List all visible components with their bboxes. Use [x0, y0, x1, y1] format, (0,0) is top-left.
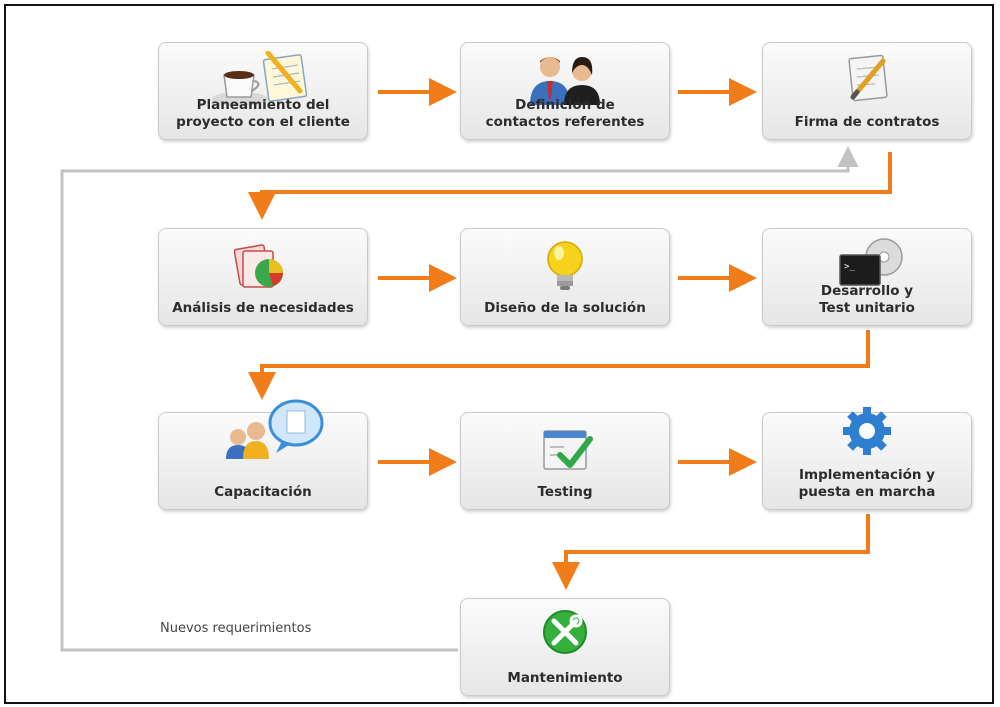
checklist-icon	[543, 430, 593, 470]
arrow-3-4	[248, 152, 892, 220]
gear-icon	[843, 407, 891, 455]
step-analisis-necesidades: Análisis de necesidades	[158, 228, 368, 326]
step-label: Desarrollo y Test unitario	[819, 283, 915, 316]
feedback-loop-arrow	[60, 146, 859, 652]
arrow-6-7	[248, 330, 870, 400]
charts-icon	[233, 244, 283, 288]
svg-text:>_: >_	[844, 262, 855, 272]
step-label: Definición de contactos referentes	[485, 97, 645, 130]
step-label: Diseño de la solución	[484, 300, 646, 316]
step-planeamiento: Planeamiento del proyecto con el cliente	[158, 42, 368, 140]
contacts-people-icon	[530, 57, 600, 105]
terminal-cd-icon: >_	[839, 238, 903, 286]
step-label: Análisis de necesidades	[172, 300, 354, 316]
tools-icon	[543, 610, 587, 654]
step-label: Firma de contratos	[794, 114, 940, 130]
step-label: Implementación y puesta en marcha	[798, 467, 936, 500]
lightbulb-icon	[547, 241, 583, 290]
step-label: Mantenimiento	[507, 670, 623, 686]
step-label: Capacitación	[214, 484, 312, 500]
step-capacitacion: Capacitación	[158, 399, 368, 510]
contract-pen-icon	[848, 54, 888, 102]
step-desarrollo-test: >_ Desarrollo y Test unitario	[762, 228, 972, 326]
step-implementacion: Implementación y puesta en marcha	[762, 407, 972, 510]
feedback-label: Nuevos requerimientos	[160, 621, 312, 636]
step-mantenimiento: Mantenimiento	[460, 598, 670, 696]
users-speech-icon	[226, 399, 324, 459]
step-firma-contratos: Firma de contratos	[762, 42, 972, 140]
arrow-9-10	[552, 514, 870, 590]
step-diseno-solucion: Diseño de la solución	[460, 228, 670, 326]
coffee-notepad-icon	[212, 51, 308, 106]
step-label: Planeamiento del proyecto con el cliente	[176, 97, 350, 130]
step-label: Testing	[537, 484, 593, 500]
step-testing: Testing	[460, 412, 670, 510]
step-definicion-contactos: Definición de contactos referentes	[460, 42, 670, 140]
